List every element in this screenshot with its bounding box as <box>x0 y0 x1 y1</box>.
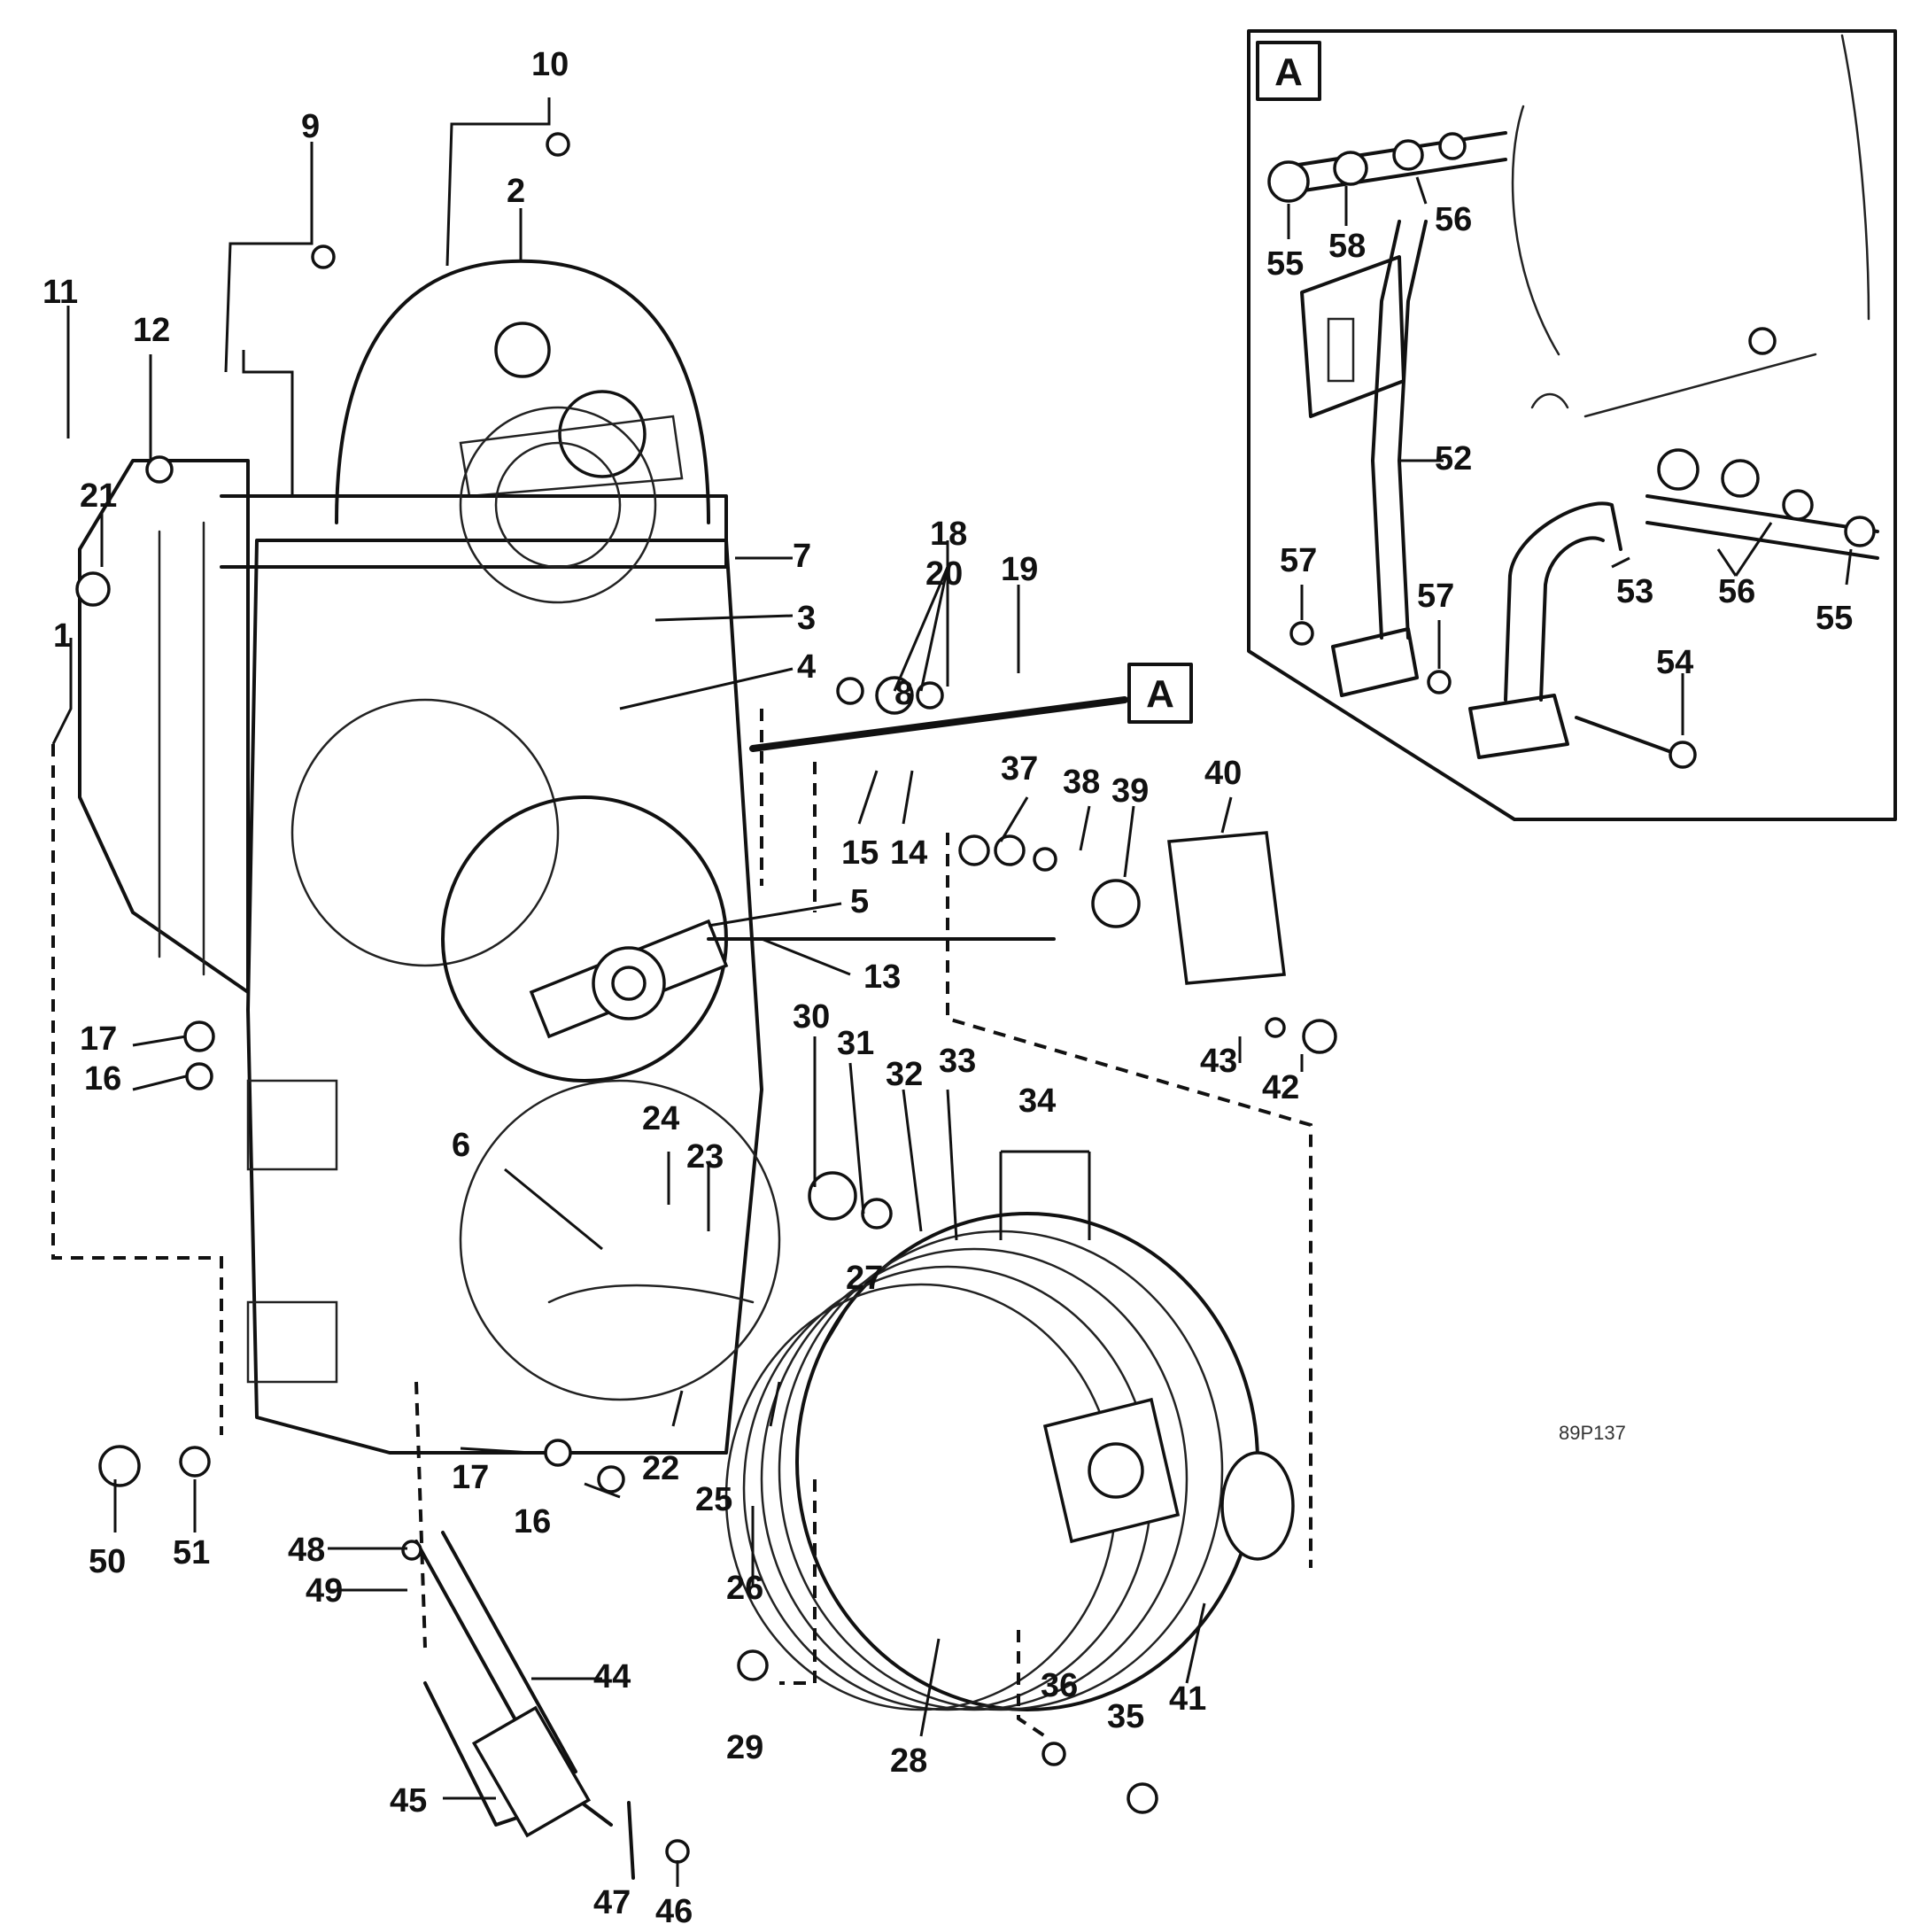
callout-55-upper: 55 <box>1266 245 1304 283</box>
callout-35: 35 <box>1107 1698 1144 1735</box>
group-outline-a-ref <box>760 709 817 912</box>
callout-17-lower: 17 <box>452 1459 489 1496</box>
callout-56-lower: 56 <box>1718 573 1755 610</box>
detail-frame-a: A <box>1247 29 1897 821</box>
callout-25: 25 <box>695 1481 732 1518</box>
callout-8: 8 <box>894 675 913 712</box>
callout-45: 45 <box>390 1782 427 1819</box>
callout-50: 50 <box>89 1543 126 1580</box>
callout-30: 30 <box>793 998 830 1036</box>
main-callouts: 1 2 3 4 5 6 7 8 9 10 11 12 13 14 15 16 1… <box>43 46 1299 1930</box>
callout-1: 1 <box>53 617 72 655</box>
clutch-drum-assembly <box>724 1212 1295 1711</box>
callout-26: 26 <box>726 1570 763 1607</box>
group-outline-lower <box>414 1381 427 1649</box>
callout-16-lower: 16 <box>514 1503 551 1540</box>
callout-38: 38 <box>1063 764 1100 801</box>
main-leader-lines <box>51 97 1304 1887</box>
callout-9: 9 <box>301 108 320 145</box>
callout-18: 18 <box>930 516 967 553</box>
callout-6: 6 <box>452 1127 470 1164</box>
callout-41: 41 <box>1169 1680 1206 1718</box>
callout-14: 14 <box>890 834 927 872</box>
callout-43: 43 <box>1200 1043 1237 1080</box>
callout-21: 21 <box>80 477 117 515</box>
callout-33: 33 <box>939 1043 976 1080</box>
group-outline-29 <box>779 1479 817 1685</box>
detail-frame-label: A <box>1274 50 1303 94</box>
callout-51: 51 <box>173 1534 210 1571</box>
group-outline-36 <box>1017 1630 1047 1738</box>
callout-39: 39 <box>1111 772 1149 810</box>
callout-2: 2 <box>507 173 525 210</box>
detail-reference-a: A <box>749 663 1193 752</box>
callout-28: 28 <box>890 1742 927 1780</box>
group-outline-right <box>946 833 1312 1568</box>
callout-48: 48 <box>288 1532 325 1569</box>
callout-15: 15 <box>841 834 879 872</box>
callout-31: 31 <box>837 1025 874 1062</box>
transmission-housing <box>78 259 1056 1455</box>
callout-29: 29 <box>726 1729 763 1766</box>
callout-34: 34 <box>1018 1082 1056 1120</box>
callout-20: 20 <box>925 555 963 593</box>
callout-54: 54 <box>1656 644 1693 681</box>
callout-49: 49 <box>306 1572 343 1610</box>
callout-16-upper: 16 <box>84 1060 121 1098</box>
callout-3: 3 <box>797 600 816 637</box>
callout-22: 22 <box>642 1450 679 1487</box>
callout-19: 19 <box>1001 551 1038 588</box>
callout-44: 44 <box>593 1658 631 1695</box>
callout-32: 32 <box>886 1056 923 1093</box>
group-outline-left <box>51 744 223 1435</box>
callout-57-right: 57 <box>1417 578 1454 615</box>
callout-46: 46 <box>655 1893 693 1930</box>
callout-4: 4 <box>797 648 816 686</box>
callout-10: 10 <box>531 46 569 83</box>
lower-lever-assembly <box>401 1531 690 1880</box>
figure-id: 89P137 <box>1559 1422 1626 1444</box>
callout-5: 5 <box>850 883 869 920</box>
callout-12: 12 <box>133 312 170 349</box>
callout-47: 47 <box>593 1884 631 1921</box>
callout-23: 23 <box>686 1138 724 1175</box>
callout-11: 11 <box>43 274 78 311</box>
callout-27: 27 <box>846 1260 883 1297</box>
callout-56-upper: 56 <box>1435 201 1472 238</box>
callout-55-lower: 55 <box>1816 600 1853 637</box>
fastener-parts <box>75 132 1337 1814</box>
callout-37: 37 <box>1001 750 1038 788</box>
callout-24: 24 <box>642 1100 679 1137</box>
callout-52: 52 <box>1435 440 1472 477</box>
detail-reference-label: A <box>1146 672 1174 716</box>
callout-58: 58 <box>1328 228 1366 265</box>
callout-17-upper: 17 <box>80 1020 117 1058</box>
callout-57-left: 57 <box>1280 542 1317 579</box>
callout-40: 40 <box>1204 755 1242 792</box>
callout-36: 36 <box>1041 1667 1078 1704</box>
callout-42: 42 <box>1262 1069 1299 1106</box>
callout-53: 53 <box>1616 573 1653 610</box>
callout-7: 7 <box>793 538 811 575</box>
callout-13: 13 <box>863 958 901 996</box>
